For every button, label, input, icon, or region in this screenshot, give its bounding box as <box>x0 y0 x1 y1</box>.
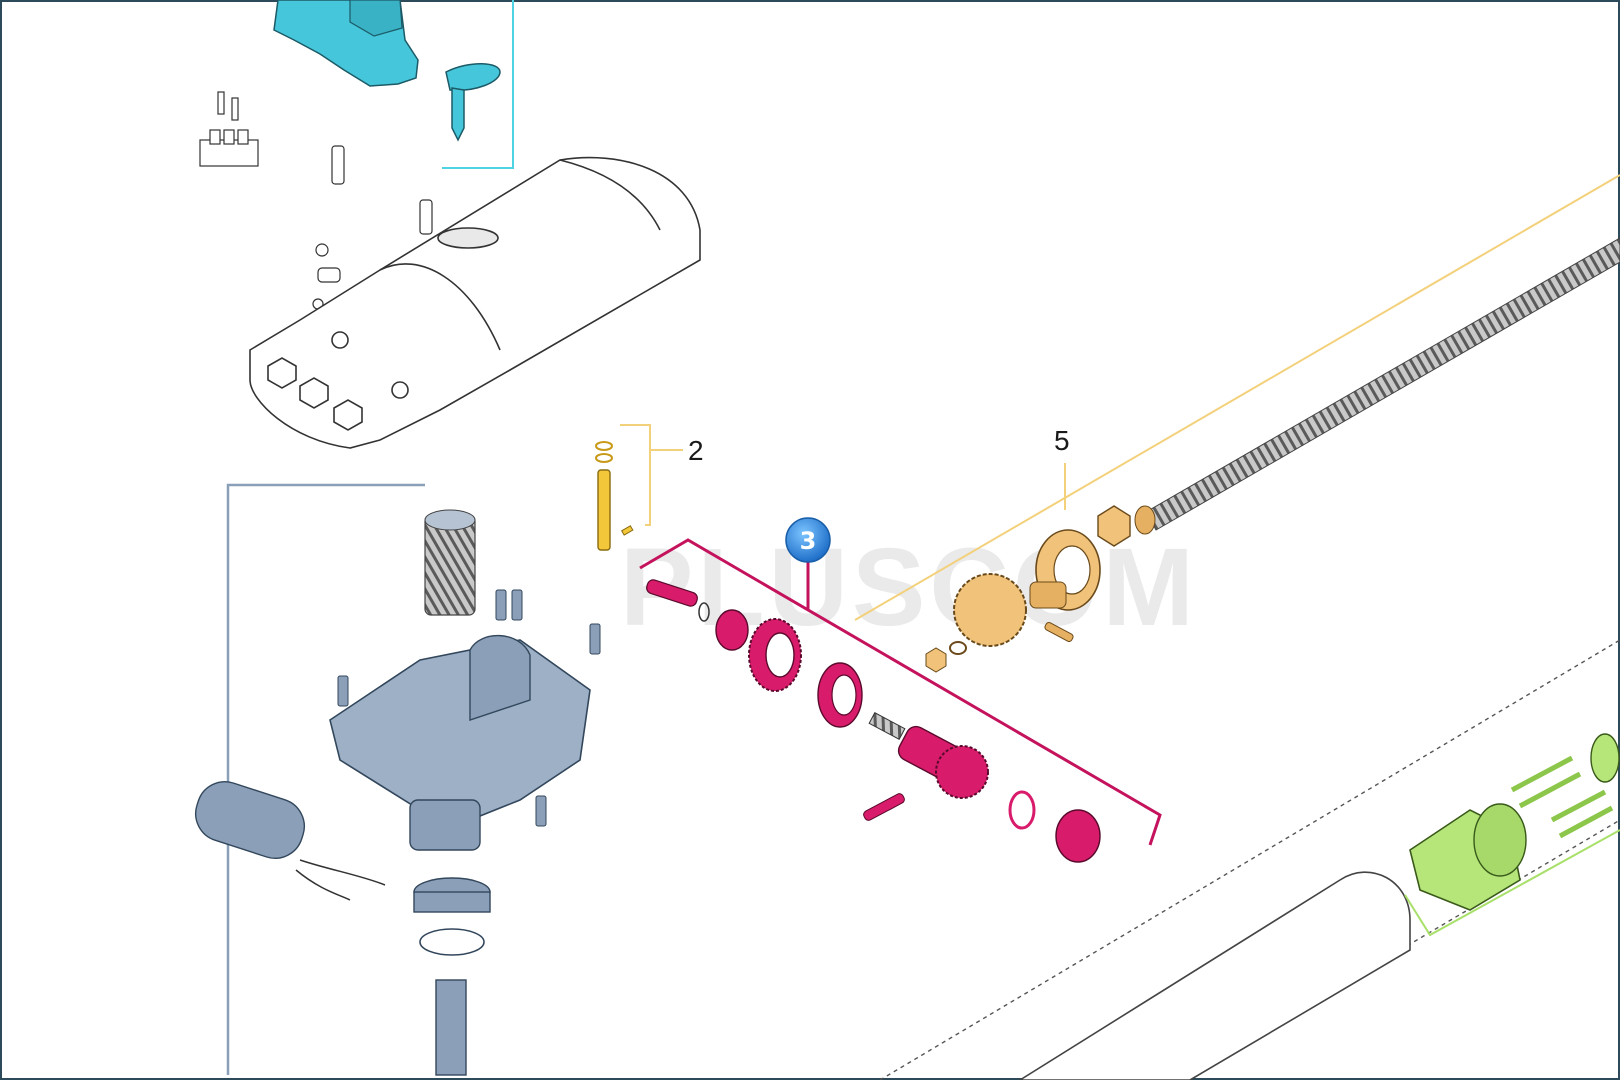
capacitor-lead <box>299 859 386 886</box>
seal-ring-inner <box>831 674 857 716</box>
cover-parts-group <box>273 0 514 169</box>
washer <box>949 641 967 655</box>
o-ring <box>1008 790 1036 830</box>
hex-nut <box>1097 505 1131 547</box>
roll-pin <box>620 525 634 536</box>
capacitor <box>195 781 305 859</box>
housing-top-edge <box>559 159 661 231</box>
screw <box>1558 805 1614 839</box>
tube-dashed-edge <box>1179 819 1620 1080</box>
group-2-label: 2 <box>688 435 704 466</box>
hex-port <box>333 399 363 431</box>
o-ring <box>595 453 613 463</box>
bolt <box>535 795 547 827</box>
gearbox-neck <box>409 799 481 851</box>
housing-boss <box>331 331 349 349</box>
screw-end <box>1134 505 1156 535</box>
bolt <box>495 589 507 621</box>
bolt <box>511 589 523 621</box>
worm-screw-top <box>424 509 476 531</box>
lead-screw <box>1145 237 1620 531</box>
bolt <box>419 199 433 235</box>
cyan-group-bracket <box>442 0 514 169</box>
terminal <box>223 129 235 145</box>
key-pin <box>863 793 905 821</box>
group-5-bracket <box>854 174 1620 621</box>
gearbox-cradle <box>469 634 531 721</box>
spring <box>868 712 906 740</box>
screw <box>1518 771 1582 809</box>
bolt-head <box>925 647 947 673</box>
bolt <box>589 623 601 655</box>
bushing-body <box>413 891 491 913</box>
washer <box>315 243 329 257</box>
green-group-bracket <box>1404 829 1620 937</box>
end-cap-ring <box>1473 803 1527 877</box>
end-fitting-group <box>1404 733 1620 937</box>
group-3-gear-train: 3 <box>639 517 1162 863</box>
o-ring <box>595 441 613 451</box>
group-3-badge-label: 3 <box>800 527 817 555</box>
release-key-head <box>445 63 501 91</box>
housing-body <box>249 156 701 449</box>
dowel-pin <box>1044 621 1074 643</box>
motor-housing <box>249 156 701 449</box>
spur-gear-hub <box>765 632 795 678</box>
screw <box>231 97 239 121</box>
release-pin <box>597 469 611 551</box>
end-bushing <box>1055 809 1101 863</box>
bevel-gear <box>935 745 989 799</box>
bearing <box>419 928 485 956</box>
fasteners-top <box>199 91 433 310</box>
bushing <box>715 609 749 651</box>
housing-lock <box>437 227 499 249</box>
gray-group-bracket <box>226 483 425 1075</box>
actuator-rod <box>1018 871 1411 1080</box>
group-3-badge <box>785 517 831 563</box>
screw <box>217 91 225 115</box>
bolt <box>337 675 349 707</box>
washer <box>698 602 710 622</box>
housing-boss <box>391 381 409 399</box>
group-3-bracket <box>639 538 1162 846</box>
hex-port <box>299 377 329 409</box>
housing-arch <box>379 263 501 351</box>
shaft-pin <box>646 579 698 607</box>
seal <box>1590 733 1620 783</box>
group-5-screw-drive: 5 <box>854 174 1620 673</box>
cable-lug <box>317 267 341 283</box>
screw <box>1550 789 1607 823</box>
group-5-label: 5 <box>1054 425 1070 456</box>
cover-handle <box>349 0 403 37</box>
crown-gear-hub <box>1029 581 1067 609</box>
actuator-tube <box>879 639 1620 1080</box>
terminal <box>209 129 221 145</box>
thrust-bearing-race <box>1053 545 1091 595</box>
screw <box>1510 755 1574 793</box>
bolt <box>331 145 345 185</box>
release-key-shaft <box>451 87 465 142</box>
group-2-pin-assembly: 2 <box>595 424 704 551</box>
hex-port <box>267 357 297 389</box>
group-2-bracket <box>620 424 651 526</box>
capacitor-lead <box>295 869 351 901</box>
gearbox-group <box>195 483 601 1076</box>
crown-gear <box>953 573 1027 647</box>
terminal <box>237 129 249 145</box>
output-shaft <box>435 979 467 1076</box>
gearbox-casing <box>329 639 591 821</box>
